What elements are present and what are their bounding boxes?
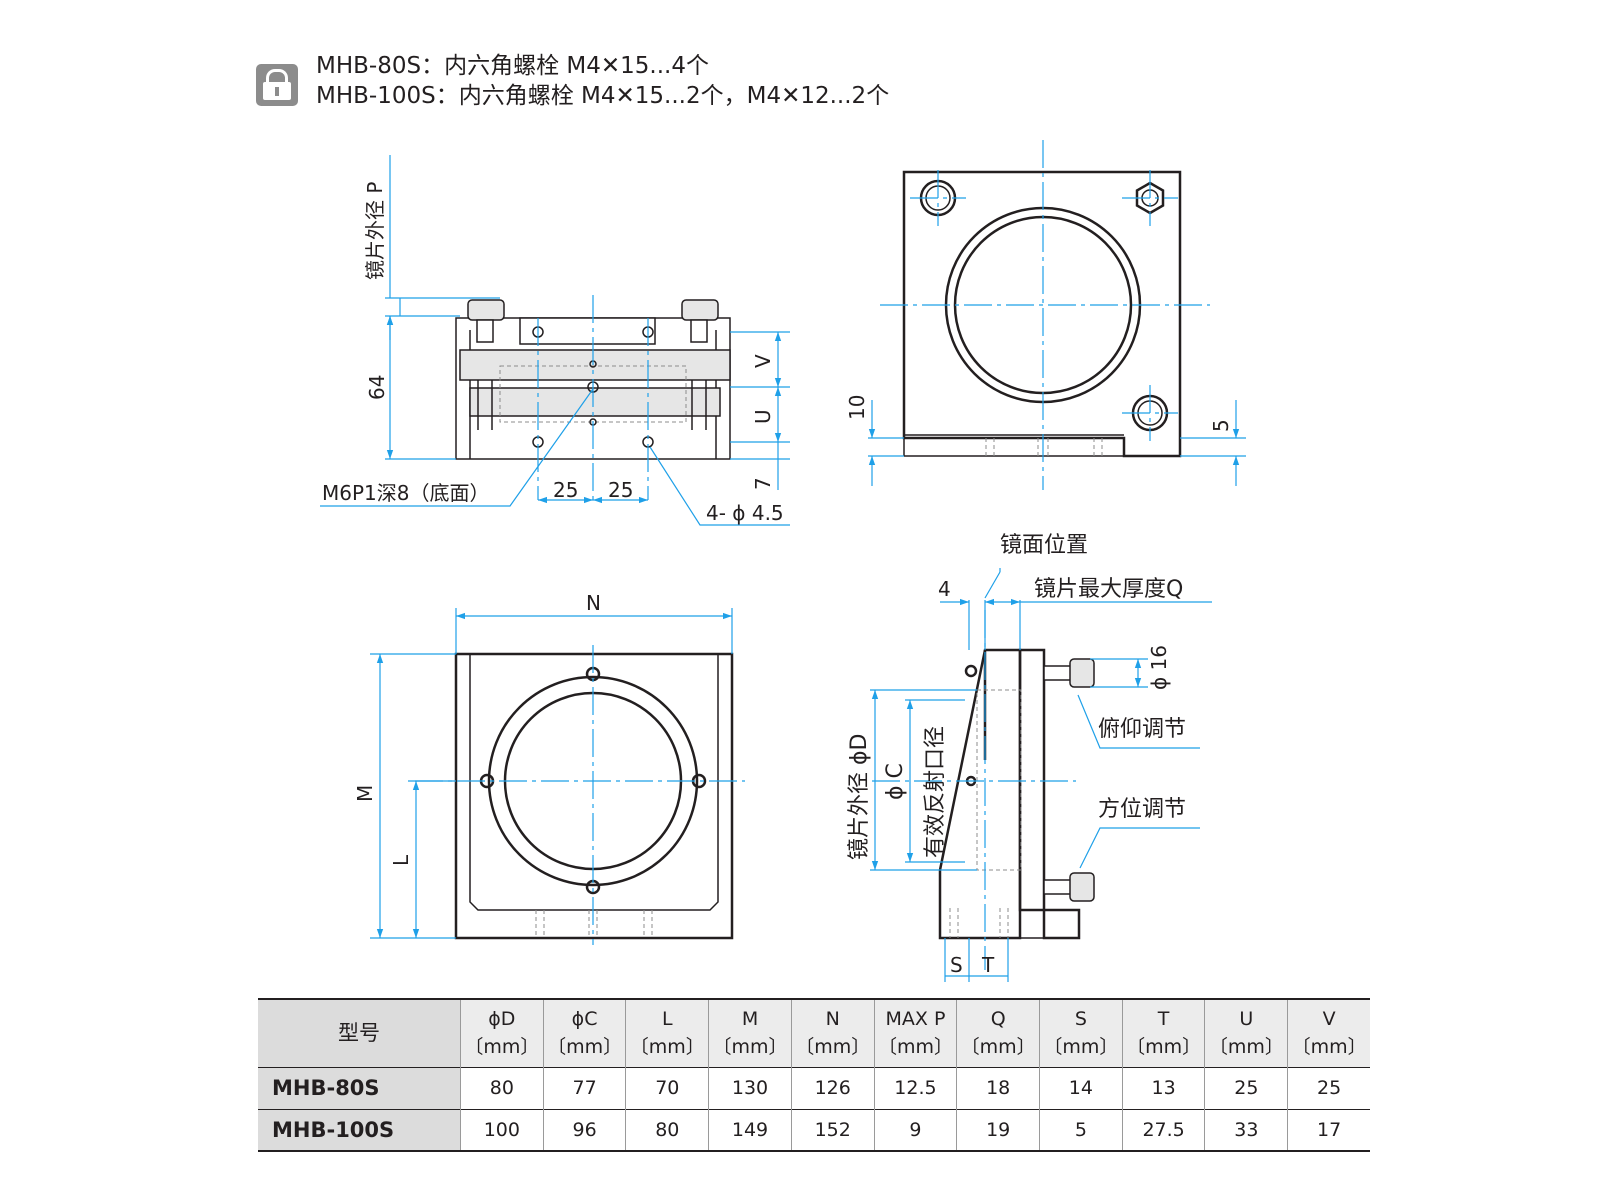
table-cell: 5 <box>1039 1109 1123 1151</box>
table-row: MHB-100S 100 96 80 149 152 9 19 5 27.5 3… <box>258 1109 1370 1151</box>
table-cell: 9 <box>874 1109 958 1151</box>
col-header: S 〔mm〕 <box>1039 999 1123 1067</box>
col-header: T 〔mm〕 <box>1122 999 1206 1067</box>
max-thickness-label: 镜片最大厚度Q <box>1034 577 1183 602</box>
col-unit: 〔mm〕 <box>464 1036 540 1059</box>
col-header: L 〔mm〕 <box>625 999 710 1067</box>
effective-aperture-label: 有效反射口径 <box>923 726 948 858</box>
col-name: N <box>825 1008 840 1031</box>
dim-v: V <box>751 354 775 368</box>
col-unit: 〔mm〕 <box>1043 1036 1119 1059</box>
table-cell: 149 <box>708 1109 792 1151</box>
table-cell: 33 <box>1204 1109 1289 1151</box>
table-cell: 77 <box>543 1067 627 1109</box>
table-cell: 100 <box>460 1109 544 1151</box>
col-name: ϕC <box>571 1008 598 1031</box>
dim-5: 5 <box>1209 419 1233 432</box>
table-cell: 80 <box>460 1067 544 1109</box>
dim-25-right: 25 <box>608 478 633 502</box>
table-cell: 70 <box>625 1067 710 1109</box>
col-unit: 〔mm〕 <box>795 1036 871 1059</box>
col-header: V 〔mm〕 <box>1288 999 1370 1067</box>
table-cell: 18 <box>956 1067 1041 1109</box>
col-unit: 〔mm〕 <box>1126 1036 1202 1059</box>
model-header: 型号 <box>258 999 461 1067</box>
table-row: MHB-80S 80 77 70 130 126 12.5 18 14 13 2… <box>258 1067 1370 1109</box>
col-name: L <box>662 1008 673 1031</box>
col-header: U 〔mm〕 <box>1204 999 1289 1067</box>
col-unit: 〔mm〕 <box>547 1036 623 1059</box>
note-line-1: MHB-80S：内六角螺栓 M4✕15...4个 <box>316 53 709 79</box>
col-unit: 〔mm〕 <box>1208 1036 1284 1059</box>
lens-od-p-label: 镜片外径 P <box>363 182 387 280</box>
table-header-row: 型号 ϕD 〔mm〕 ϕC 〔mm〕 L 〔mm〕 M 〔mm〕 N 〔mm〕 MAX P… <box>258 999 1370 1067</box>
col-header: ϕD 〔mm〕 <box>460 999 544 1067</box>
table-cell: 130 <box>708 1067 792 1109</box>
col-name: MAX P <box>885 1008 946 1031</box>
screw-tool-icon <box>256 64 298 106</box>
table-cell: 25 <box>1204 1067 1289 1109</box>
table-cell: 80 <box>625 1109 710 1151</box>
dim-l: L <box>389 854 413 866</box>
phi-c-label: ϕ C <box>883 763 908 800</box>
table-cell: 27.5 <box>1122 1109 1206 1151</box>
mirror-position-label: 镜面位置 <box>1000 533 1088 558</box>
dim-m: M <box>353 785 377 802</box>
table-cell: 17 <box>1317 1118 1342 1141</box>
col-header: M 〔mm〕 <box>708 999 792 1067</box>
dim-u: U <box>751 409 775 424</box>
col-unit: 〔mm〕 <box>960 1036 1036 1059</box>
dim-4: 4 <box>938 577 951 601</box>
table-cell: 19 <box>956 1109 1041 1151</box>
col-unit: 〔mm〕 <box>629 1036 705 1059</box>
col-name: V <box>1322 1008 1336 1031</box>
col-name: M <box>741 1008 759 1031</box>
col-unit: 〔mm〕 <box>877 1036 953 1059</box>
model-cell: MHB-80S <box>258 1067 461 1109</box>
table-cell: 25 <box>1317 1077 1342 1099</box>
table-cell: 14 <box>1039 1067 1123 1109</box>
col-name: S <box>1074 1008 1087 1031</box>
dim-n: N <box>586 591 601 615</box>
thread-label: M6P1深8（底面） <box>322 481 490 505</box>
col-unit: 〔mm〕 <box>712 1036 788 1059</box>
table-cell: 13 <box>1122 1067 1206 1109</box>
dim-64: 64 <box>365 375 389 400</box>
col-name: Q <box>990 1008 1006 1031</box>
bottom-view: N M L <box>353 591 745 945</box>
tilt-label: 俯仰调节 <box>1098 717 1186 742</box>
front-view: 镜片外径 P 64 V U 7 25 25 M6P1深8（底面） 4- ϕ 4.… <box>320 155 790 526</box>
lens-od-d-label: 镜片外径 ϕD <box>847 734 872 860</box>
table-cell: 12.5 <box>874 1067 958 1109</box>
col-header: Q 〔mm〕 <box>956 999 1041 1067</box>
side-view: 镜面位置 4 镜片最大厚度Q ϕ 16 俯仰调节 方位调节 镜片外径 ϕD ϕ … <box>847 533 1212 982</box>
col-unit: 〔mm〕 <box>1291 1036 1367 1059</box>
table-cell: 152 <box>791 1109 875 1151</box>
dim-phi16: ϕ 16 <box>1147 645 1171 690</box>
note-line-2: MHB-100S：内六角螺栓 M4✕15...2个，M4✕12...2个 <box>316 83 890 109</box>
dim-10: 10 <box>845 395 869 420</box>
spec-table: 型号 ϕD 〔mm〕 ϕC 〔mm〕 L 〔mm〕 M 〔mm〕 N 〔mm〕 MAX P… <box>258 998 1370 1152</box>
dim-s: S <box>950 953 963 977</box>
hole-label: 4- ϕ 4.5 <box>706 501 784 525</box>
dim-t: T <box>981 953 995 977</box>
table-cell: 96 <box>543 1109 627 1151</box>
col-name: T <box>1157 1008 1170 1031</box>
table-cell: 126 <box>791 1067 875 1109</box>
dim-25-left: 25 <box>553 478 578 502</box>
dim-7: 7 <box>751 477 775 490</box>
azimuth-label: 方位调节 <box>1098 797 1186 822</box>
col-name: U <box>1239 1008 1254 1031</box>
col-name: ϕD <box>488 1008 516 1031</box>
col-header: ϕC 〔mm〕 <box>543 999 627 1067</box>
col-header: N 〔mm〕 <box>791 999 875 1067</box>
col-header: MAX P 〔mm〕 <box>874 999 958 1067</box>
model-cell: MHB-100S <box>258 1109 461 1151</box>
top-view: 10 5 <box>845 140 1246 490</box>
